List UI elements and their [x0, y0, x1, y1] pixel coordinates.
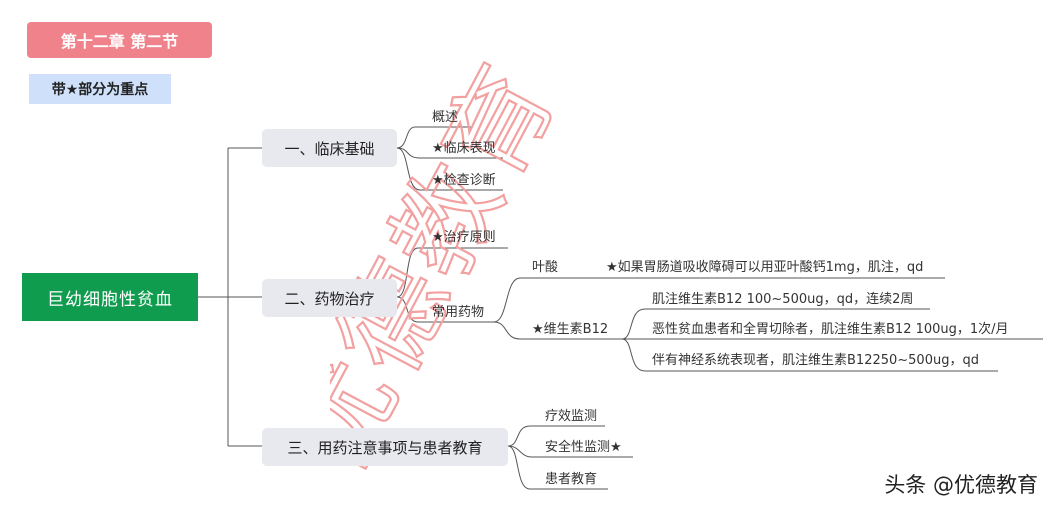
- footer-credit: 头条 @优德教育: [884, 473, 1038, 497]
- leaf-treatment-principle[interactable]: ★治疗原则: [432, 230, 496, 245]
- chapter-label: 第十二章 第二节: [60, 32, 179, 51]
- leaf-safety-monitoring[interactable]: 安全性监测★: [545, 440, 622, 455]
- leaf-patient-education[interactable]: 患者教育: [545, 472, 598, 487]
- root-node[interactable]: 巨幼细胞性贫血: [22, 273, 198, 321]
- branch-clinical-basics[interactable]: 一、临床基础: [262, 129, 397, 167]
- branch-precautions-education[interactable]: 三、用药注意事项与患者教育: [262, 428, 508, 466]
- leaf-efficacy-monitoring[interactable]: 疗效监测: [545, 409, 598, 424]
- drug-folic-acid[interactable]: 叶酸: [532, 260, 559, 275]
- branch-drug-therapy[interactable]: 二、药物治疗: [262, 279, 397, 317]
- folic-acid-note[interactable]: ★如果胃肠道吸收障碍可以用亚叶酸钙1mg，肌注，qd: [606, 260, 924, 275]
- leaf-clinical-manifestation[interactable]: ★临床表现: [432, 141, 496, 156]
- branch-label: 三、用药注意事项与患者教育: [287, 438, 483, 457]
- leaf-overview[interactable]: 概述: [432, 110, 459, 125]
- branch-label: 一、临床基础: [284, 139, 375, 158]
- b12-note-pernicious[interactable]: 恶性贫血患者和全胃切除者，肌注维生素B12 100ug，1次/月: [652, 322, 1009, 337]
- legend-badge: 带★部分为重点: [29, 74, 171, 104]
- leaf-exam-diagnosis[interactable]: ★检查诊断: [432, 173, 496, 188]
- leaf-common-drugs[interactable]: 常用药物: [432, 305, 485, 320]
- legend-label: 带★部分为重点: [51, 82, 149, 98]
- b12-note-standard[interactable]: 肌注维生素B12 100~500ug，qd，连续2周: [652, 292, 914, 307]
- chapter-badge: 第十二章 第二节: [27, 22, 212, 58]
- branch-label: 二、药物治疗: [284, 289, 375, 308]
- b12-note-neuro[interactable]: 伴有神经系统表现者，肌注维生素B12250~500ug，qd: [652, 353, 979, 368]
- drug-vitamin-b12[interactable]: ★维生素B12: [532, 322, 609, 337]
- root-label: 巨幼细胞性贫血: [47, 289, 173, 310]
